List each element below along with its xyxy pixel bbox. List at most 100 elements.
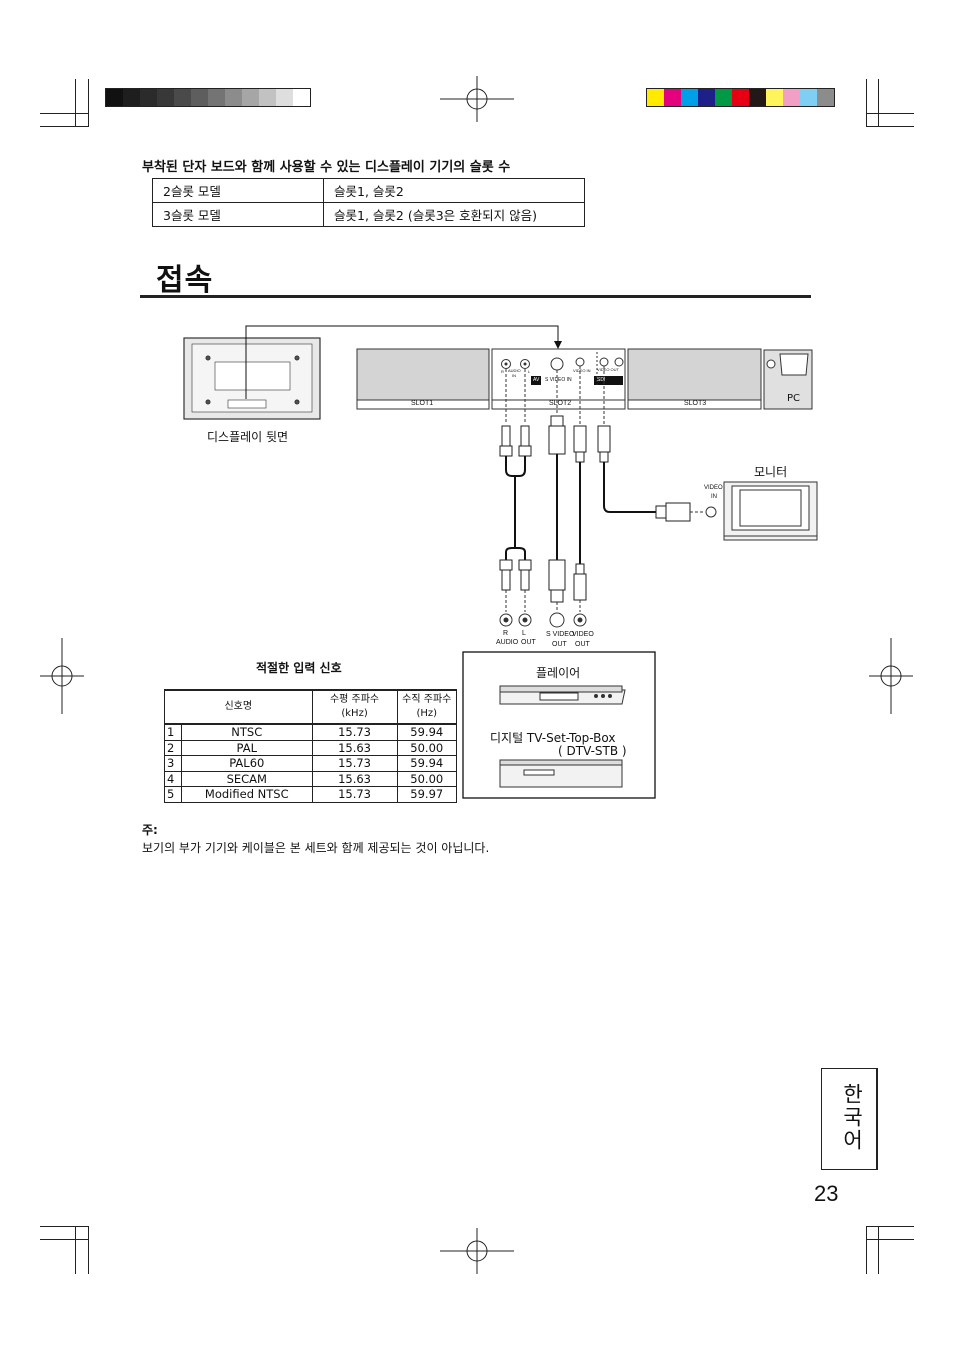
h-freq-value: 15.63 xyxy=(311,739,398,756)
row-number: 5 xyxy=(164,786,182,803)
color-swatch xyxy=(817,89,834,106)
slot3-board xyxy=(627,348,762,410)
player-l-label: L xyxy=(522,630,526,637)
player-video-out-label: OUT xyxy=(575,641,590,648)
table-row: 2 PAL 15.63 50.00 xyxy=(164,739,458,756)
note-text: 보기의 부가 기기와 케이블은 본 세트와 함께 제공되는 것이 아닙니다. xyxy=(142,841,490,855)
language-tab: 한국어 xyxy=(821,1068,878,1170)
cable-plugs-top xyxy=(499,415,611,463)
v-freq-value: 59.94 xyxy=(396,723,458,741)
gray-scale-bar xyxy=(105,88,311,107)
header-h-freq: 수평 주파수 (kHz) xyxy=(311,689,398,725)
display-rear-illustration xyxy=(183,337,321,420)
color-swatch xyxy=(766,89,783,106)
cable-plugs-bottom xyxy=(499,502,691,603)
color-swatch xyxy=(174,89,191,106)
display-rear-label: 디스플레이 뒷면 xyxy=(207,430,289,444)
monitor-video-label: VIDEO xyxy=(704,485,723,491)
signal-name: PAL xyxy=(181,739,313,756)
table-row: 5 Modified NTSC 15.73 59.97 xyxy=(164,786,458,803)
color-swatch xyxy=(191,89,208,106)
stb-label-abbrev: ( DTV-STB ) xyxy=(558,744,627,758)
panel-av-label: AV xyxy=(533,377,540,383)
color-swatch xyxy=(800,89,817,106)
color-swatch xyxy=(783,89,800,106)
color-swatch xyxy=(242,89,259,106)
v-freq-value: 59.97 xyxy=(396,786,458,803)
slot-table: 2슬롯 모델 슬롯1, 슬롯2 3슬롯 모델 슬롯1, 슬롯2 (슬롯3은 호환… xyxy=(152,178,585,227)
page-number: 23 xyxy=(814,1181,839,1206)
table-cell: 슬롯1, 슬롯2 (슬롯3은 호환되지 않음) xyxy=(323,202,585,227)
language-tab-label: 한국어 xyxy=(840,1083,864,1152)
player-svideo-label: S VIDEO xyxy=(546,631,575,638)
set-top-box-illustration xyxy=(499,759,623,788)
color-swatch xyxy=(276,89,293,106)
panel-audio-label: AUDIO xyxy=(508,368,521,373)
table-row: 4 SECAM 15.63 50.00 xyxy=(164,770,458,787)
row-number: 4 xyxy=(164,770,182,787)
table-row: 3슬롯 모델 슬롯1, 슬롯2 (슬롯3은 호환되지 않음) xyxy=(152,202,585,227)
v-freq-value: 59.94 xyxy=(396,755,458,772)
color-swatch xyxy=(715,89,732,106)
header-h-freq-label: 수평 주파수 xyxy=(329,694,380,705)
signal-table: 신호명 수평 주파수 (kHz) 수직 주파수 (Hz) 1 NTSC 15.7… xyxy=(164,689,458,803)
stb-label: 디지털 TV-Set-Top-Box xyxy=(490,731,616,745)
monitor-label: 모니터 xyxy=(754,465,788,479)
page-title: 접속 xyxy=(156,263,214,298)
player-out-label: OUT xyxy=(521,639,536,646)
h-freq-value: 15.73 xyxy=(311,786,398,803)
table-row: 3 PAL60 15.73 59.94 xyxy=(164,755,458,772)
color-swatch xyxy=(647,89,664,106)
color-swatch xyxy=(732,89,749,106)
color-swatch xyxy=(681,89,698,106)
pc-label: PC xyxy=(787,393,801,404)
table-cell: 2슬롯 모델 xyxy=(152,178,324,203)
row-number: 3 xyxy=(164,755,182,772)
color-swatch xyxy=(106,89,123,106)
slot2-label: SLOT2 xyxy=(549,400,572,407)
header-v-freq-label: 수직 주파수 xyxy=(402,694,452,705)
v-freq-value: 50.00 xyxy=(396,770,458,787)
header-signal-name: 신호명 xyxy=(164,689,313,725)
color-swatch xyxy=(123,89,140,106)
header-v-freq-unit: (Hz) xyxy=(416,708,438,719)
header-v-freq: 수직 주파수 (Hz) xyxy=(396,689,458,725)
player-label: 플레이어 xyxy=(536,666,581,680)
signal-table-caption: 적절한 입력 신호 xyxy=(256,661,342,675)
color-swatch xyxy=(749,89,766,106)
player-illustration xyxy=(499,685,626,705)
panel-video-out-label: VIDEO OUT xyxy=(597,367,620,372)
panel-r-label: R xyxy=(501,369,504,374)
signal-name: NTSC xyxy=(181,723,313,741)
color-swatch xyxy=(140,89,157,106)
signal-name: Modified NTSC xyxy=(181,786,313,803)
h-freq-value: 15.73 xyxy=(311,755,398,772)
panel-sdi-label: SDI xyxy=(597,377,606,383)
color-swatch xyxy=(225,89,242,106)
color-swatch xyxy=(698,89,715,106)
player-jacks xyxy=(499,506,717,628)
row-number: 2 xyxy=(164,739,182,756)
slot1-board xyxy=(356,348,490,410)
h-freq-value: 15.63 xyxy=(311,770,398,787)
panel-video-in-label: VIDEO IN xyxy=(573,368,591,373)
signal-name: PAL60 xyxy=(181,755,313,772)
pc-terminal xyxy=(763,349,813,410)
slot3-label: SLOT3 xyxy=(684,400,707,407)
color-swatch xyxy=(259,89,276,106)
h-freq-value: 15.73 xyxy=(311,723,398,741)
table-row: 1 NTSC 15.73 59.94 xyxy=(164,723,458,741)
color-swatch xyxy=(664,89,681,106)
player-audio-label: AUDIO xyxy=(496,639,519,646)
v-freq-value: 50.00 xyxy=(396,739,458,756)
color-swatch xyxy=(157,89,174,106)
slot2-terminal-board xyxy=(491,348,626,410)
row-number: 1 xyxy=(164,723,182,741)
header-h-freq-unit: (kHz) xyxy=(341,708,368,719)
table-header-row: 신호명 수평 주파수 (kHz) 수직 주파수 (Hz) xyxy=(164,689,458,725)
player-r-label: R xyxy=(503,630,509,637)
panel-in-label: IN xyxy=(512,373,516,378)
panel-l-label: L xyxy=(528,369,531,374)
